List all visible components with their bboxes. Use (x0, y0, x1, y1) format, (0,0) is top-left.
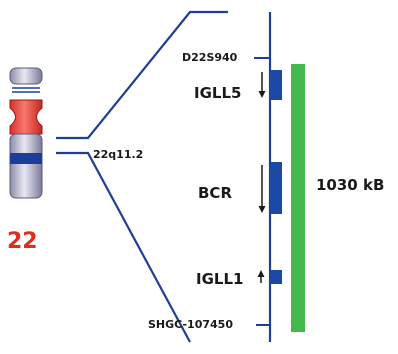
gene-label-igll1: IGLL1 (196, 270, 244, 288)
chromosome-q-arm (9, 133, 43, 199)
zoom-connectors (56, 10, 228, 343)
gene-block-igll1 (270, 270, 282, 284)
gene-label-igll5: IGLL5 (194, 84, 242, 102)
chromosome-number: 22 (7, 229, 38, 254)
gene-block-bcr (270, 162, 282, 214)
chromosome-ideogram (9, 67, 43, 199)
chromosome-q-band (10, 153, 42, 164)
arrow-down-icon (258, 165, 266, 213)
region-size-label: 1030 kB (316, 176, 385, 194)
chromosome-p-arm-top (9, 67, 43, 85)
arrow-up-icon (257, 270, 265, 283)
gene-label-bcr: BCR (198, 184, 232, 202)
marker-label-bottom: SHGC-107450 (148, 318, 233, 331)
arrow-down-icon (258, 72, 266, 98)
chromosome-centromere (9, 99, 43, 135)
gene-block-igll5 (270, 70, 282, 100)
region-bar (291, 64, 305, 332)
zoom-line-lower (56, 151, 191, 343)
zoom-line-upper (56, 10, 228, 140)
band-label: 22q11.2 (93, 148, 144, 161)
marker-label-top: D22S940 (182, 51, 238, 64)
